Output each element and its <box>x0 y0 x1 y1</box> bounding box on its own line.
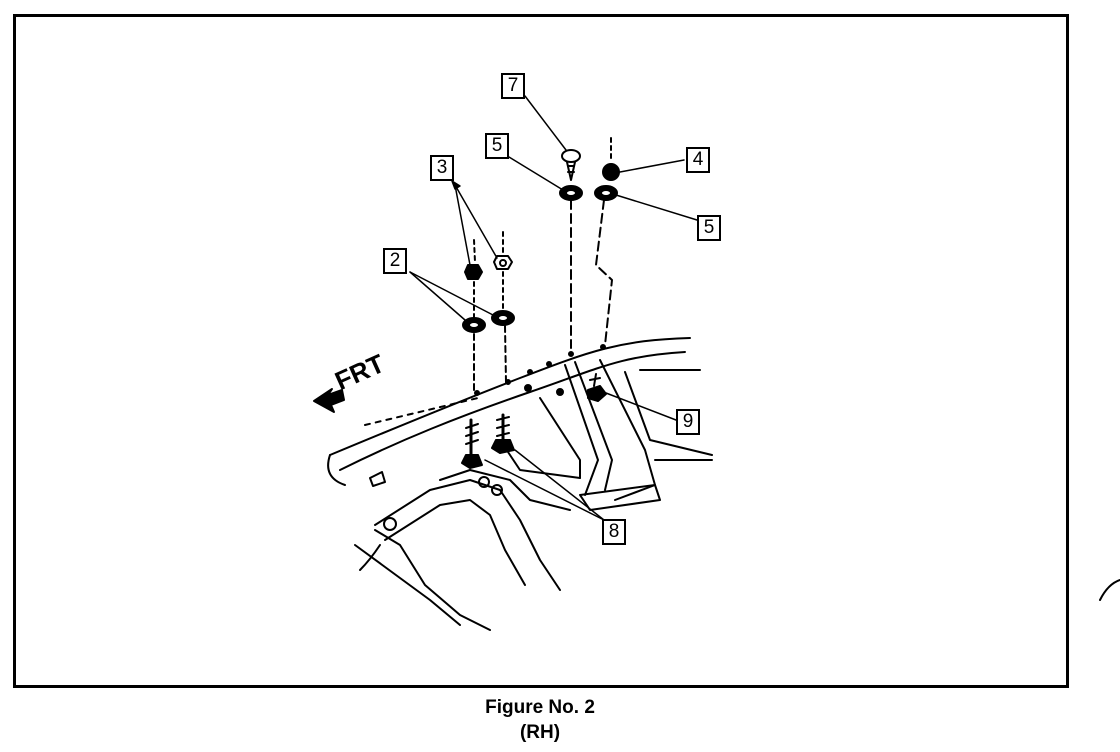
leader-lines <box>409 95 698 521</box>
right-fasteners <box>559 137 620 402</box>
figure-caption: Figure No. 2 <box>485 697 595 718</box>
figure-subcaption: (RH) <box>519 722 561 743</box>
callout-8: 8 <box>602 519 626 545</box>
brace-bracket <box>499 359 713 511</box>
left-fasteners <box>461 231 515 469</box>
callout-2: 2 <box>383 248 407 274</box>
callout-5-left: 5 <box>485 133 509 159</box>
callout-5-right: 5 <box>697 215 721 241</box>
callout-9: 9 <box>676 409 700 435</box>
front-arrow-icon <box>313 388 345 413</box>
lower-frame <box>354 469 1120 631</box>
support-bar <box>327 337 701 486</box>
callout-4: 4 <box>686 147 710 173</box>
callout-7: 7 <box>501 73 525 99</box>
callout-3: 3 <box>430 155 454 181</box>
figure-frame <box>13 14 1069 688</box>
